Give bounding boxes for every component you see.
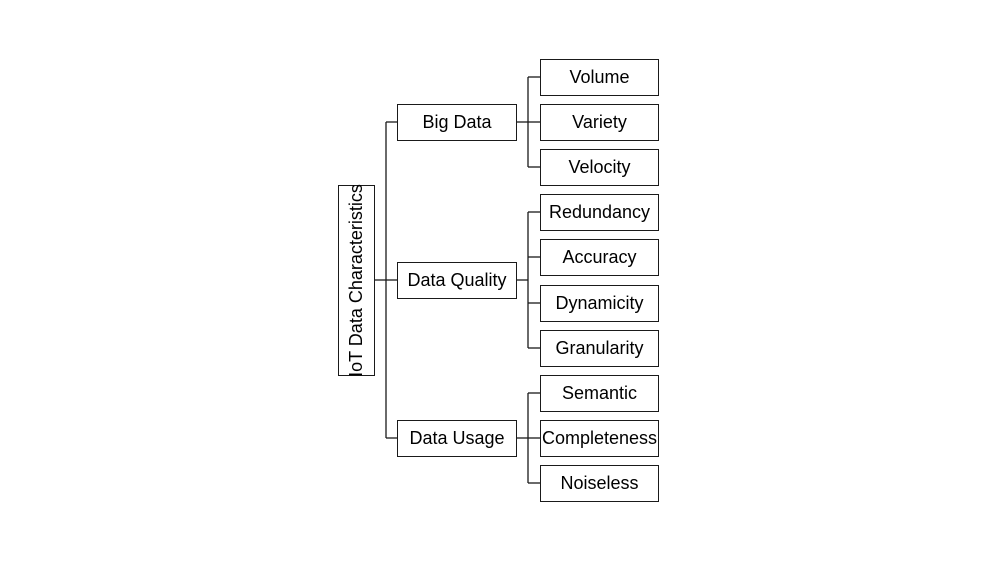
category-label: Data Quality	[407, 270, 507, 290]
leaf-node-noiseless: Noiseless	[540, 465, 659, 502]
leaf-label: Dynamicity	[555, 293, 644, 313]
leaf-node-granularity: Granularity	[540, 330, 659, 367]
category-node-data-quality: Data Quality	[397, 262, 517, 299]
leaf-node-semantic: Semantic	[540, 375, 659, 412]
leaf-node-redundancy: Redundancy	[540, 194, 659, 231]
leaf-node-accuracy: Accuracy	[540, 239, 659, 276]
leaf-node-dynamicity: Dynamicity	[540, 285, 659, 322]
category-label: Data Usage	[409, 428, 505, 448]
leaf-label: Accuracy	[562, 247, 637, 267]
root-node-label: IoT Data Characteristics	[346, 184, 366, 377]
category-node-data-usage: Data Usage	[397, 420, 517, 457]
leaf-label: Noiseless	[560, 473, 639, 493]
leaf-node-completeness: Completeness	[540, 420, 659, 457]
leaf-node-volume: Volume	[540, 59, 659, 96]
leaf-label: Velocity	[568, 157, 631, 177]
leaf-label: Granularity	[555, 338, 644, 358]
leaf-label: Redundancy	[548, 202, 651, 222]
leaf-label: Semantic	[561, 383, 638, 403]
leaf-label: Volume	[569, 67, 630, 87]
leaf-label: Completeness	[541, 428, 658, 448]
leaf-node-velocity: Velocity	[540, 149, 659, 186]
leaf-label: Variety	[572, 112, 627, 132]
root-node: IoT Data Characteristics	[338, 184, 375, 377]
leaf-node-variety: Variety	[540, 104, 659, 141]
category-node-big-data: Big Data	[397, 104, 517, 141]
category-label: Big Data	[422, 112, 492, 132]
